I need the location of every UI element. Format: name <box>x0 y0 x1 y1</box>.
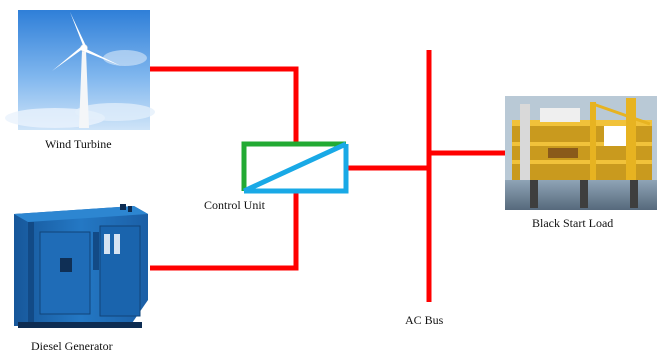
generator-to-control-line <box>150 193 299 271</box>
wind-turbine-label: Wind Turbine <box>45 137 112 151</box>
diesel-generator-image <box>12 204 148 330</box>
offshore-platform-image <box>505 96 657 210</box>
connection-lines <box>150 50 505 302</box>
ac-bus-label: AC Bus <box>405 313 444 327</box>
wind-to-control-line <box>150 66 299 142</box>
control-unit-icon <box>241 141 349 194</box>
diesel-generator-label: Diesel Generator <box>31 339 113 353</box>
wind-turbine-image <box>5 10 155 130</box>
black-start-load-label: Black Start Load <box>532 216 614 230</box>
control-unit-label: Control Unit <box>204 198 266 212</box>
